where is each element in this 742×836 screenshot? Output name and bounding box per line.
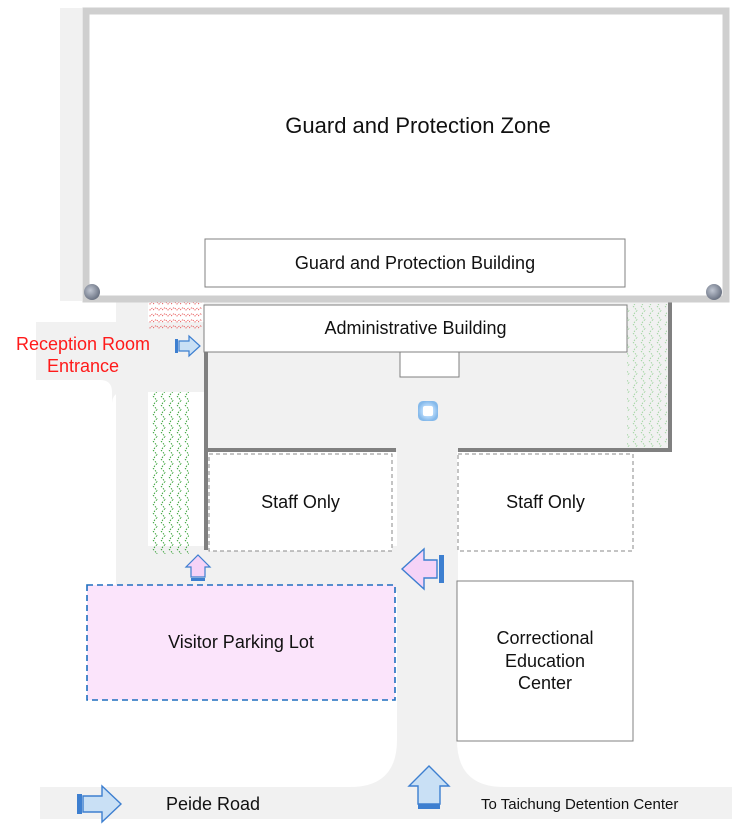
guard-zone-label: Guard and Protection Zone (285, 113, 551, 139)
west-corridor (60, 8, 82, 301)
staff-only-right-shape (457, 453, 634, 552)
admin-building-shape (203, 304, 628, 353)
visitor-parking-label: Visitor Parking Lot (168, 631, 314, 652)
reception-entrance-label: Reception Room Entrance (0, 331, 166, 379)
arrow-right-icon (175, 334, 201, 358)
light-icon (418, 401, 438, 421)
roads (36, 8, 732, 819)
green-strip-east (627, 304, 667, 447)
correctional-center-line-2: Education (504, 650, 586, 671)
junction-east-curve (457, 740, 504, 787)
visitor-parking-shape (86, 584, 396, 701)
reception-entrance-line-1: Reception Room (15, 333, 151, 354)
correctional-center-line-1: Correctional (496, 628, 594, 649)
admin-building-label: Administrative Building (324, 317, 507, 338)
reception-entrance-line-2: Entrance (46, 356, 120, 376)
arrow-right-icon (77, 784, 123, 824)
arrow-up-icon (407, 765, 451, 809)
staff-only-left-shape (208, 453, 393, 552)
peide-road-surface (40, 787, 732, 819)
zone-corner-bolt-right (706, 284, 722, 300)
detention-direction-label: To Taichung Detention Center (481, 795, 679, 813)
correctional-center-label: Correctional Education Center (457, 622, 633, 700)
central-road (397, 450, 457, 800)
red-hatch-area (149, 300, 202, 330)
junction-west-curve (350, 740, 397, 787)
correctional-center-line-3: Center (517, 673, 573, 694)
correctional-center-shape (456, 580, 634, 742)
peide-road-label: Peide Road (166, 793, 261, 814)
staff-only-right-label: Staff Only (506, 491, 585, 512)
arrow-left-icon (400, 547, 444, 591)
guard-building-shape (204, 238, 626, 288)
arrow-up-icon (184, 554, 212, 581)
guard-building-label: Guard and Protection Building (294, 252, 536, 273)
staff-only-left-label: Staff Only (261, 491, 340, 512)
zone-corner-bolt-left (84, 284, 100, 300)
green-strip-west (151, 392, 189, 554)
west-approach-road (116, 300, 148, 590)
admin-annex (399, 351, 460, 378)
